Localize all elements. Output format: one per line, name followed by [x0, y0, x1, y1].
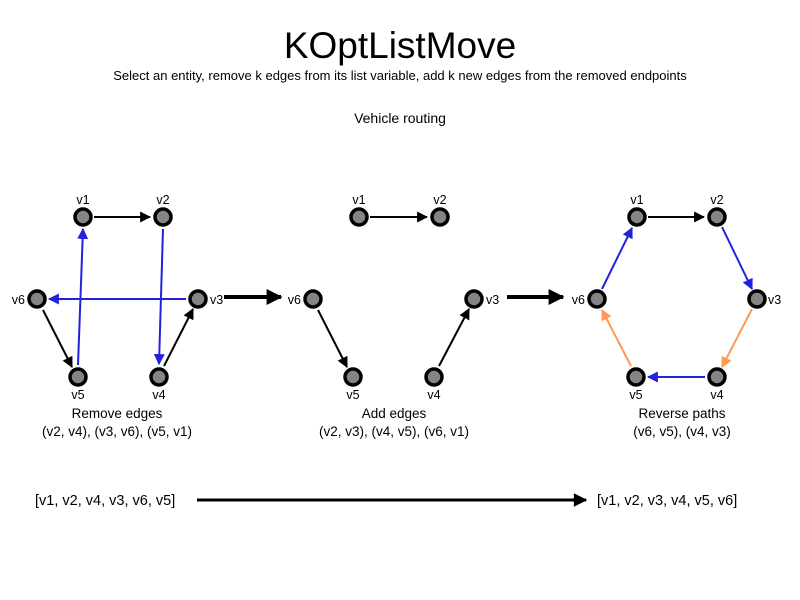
section-label: Vehicle routing — [354, 110, 446, 126]
reverse-paths-caption: Reverse paths — [638, 406, 725, 421]
node-v6 — [587, 289, 607, 309]
node-v4 — [707, 367, 727, 387]
edge-v6-v1 — [601, 227, 633, 290]
node-v4 — [424, 367, 444, 387]
node-v6 — [27, 289, 47, 309]
node-v1 — [627, 207, 647, 227]
node-label-v5: v5 — [629, 388, 642, 402]
node-v1 — [349, 207, 369, 227]
edge-v5-v6 — [601, 309, 632, 367]
node-v3 — [747, 289, 767, 309]
remove-edges-caption: Remove edges — [72, 406, 163, 421]
page-title: KOptListMove — [283, 25, 517, 66]
node-v5 — [68, 367, 88, 387]
list-transformation: [v1, v2, v4, v3, v6, v5] [v1, v2, v3, v4… — [35, 493, 737, 509]
edge-v3-v4 — [721, 308, 753, 368]
node-label-v6: v6 — [12, 293, 25, 307]
node-v5 — [626, 367, 646, 387]
edge-v6-v5 — [42, 309, 73, 368]
node-v5 — [343, 367, 363, 387]
node-label-v6: v6 — [288, 293, 301, 307]
node-label-v2: v2 — [433, 193, 446, 207]
node-label-v2: v2 — [156, 193, 169, 207]
add-edges-list: (v2, v3), (v4, v5), (v6, v1) — [319, 424, 469, 439]
node-label-v3: v3 — [768, 293, 781, 307]
node-label-v1: v1 — [630, 193, 643, 207]
after-list: [v1, v2, v3, v4, v5, v6] — [597, 493, 737, 509]
page-subtitle: Select an entity, remove k edges from it… — [113, 68, 687, 83]
node-label-v5: v5 — [71, 388, 84, 402]
node-label-v3: v3 — [210, 293, 223, 307]
add-edges-graph: v1 v2 v3 v4 v5 v6 Add edges (v2, v3), (v… — [288, 193, 499, 439]
edge-v2-v4 — [153, 228, 165, 366]
add-edges-caption: Add edges — [362, 406, 427, 421]
node-v3 — [464, 289, 484, 309]
node-v2 — [153, 207, 173, 227]
node-label-v3: v3 — [486, 293, 499, 307]
node-label-v4: v4 — [152, 388, 165, 402]
node-v4 — [149, 367, 169, 387]
node-v3 — [188, 289, 208, 309]
remove-edges-graph: v1 v2 v3 v4 v5 v6 Remove edges (v2, v4),… — [12, 193, 223, 439]
edge-v6-v5 — [317, 309, 348, 368]
node-label-v4: v4 — [427, 388, 440, 402]
node-v1 — [73, 207, 93, 227]
node-label-v1: v1 — [76, 193, 89, 207]
reverse-paths-graph: v1 v2 v3 v4 v5 v6 Reverse paths (v6, v5)… — [572, 193, 781, 439]
node-v2 — [430, 207, 450, 227]
node-label-v2: v2 — [710, 193, 723, 207]
node-label-v5: v5 — [346, 388, 359, 402]
node-label-v1: v1 — [352, 193, 365, 207]
before-list: [v1, v2, v4, v3, v6, v5] — [35, 493, 175, 509]
node-label-v6: v6 — [572, 293, 585, 307]
edge-v5-v1 — [77, 227, 89, 366]
edge-v4-v3 — [163, 308, 194, 367]
remove-edges-list: (v2, v4), (v3, v6), (v5, v1) — [42, 424, 192, 439]
node-v6 — [303, 289, 323, 309]
node-label-v4: v4 — [710, 388, 723, 402]
reverse-paths-list: (v6, v5), (v4, v3) — [633, 424, 731, 439]
edge-v4-v3 — [438, 308, 470, 367]
node-v2 — [707, 207, 727, 227]
edge-v2-v3 — [721, 226, 753, 290]
